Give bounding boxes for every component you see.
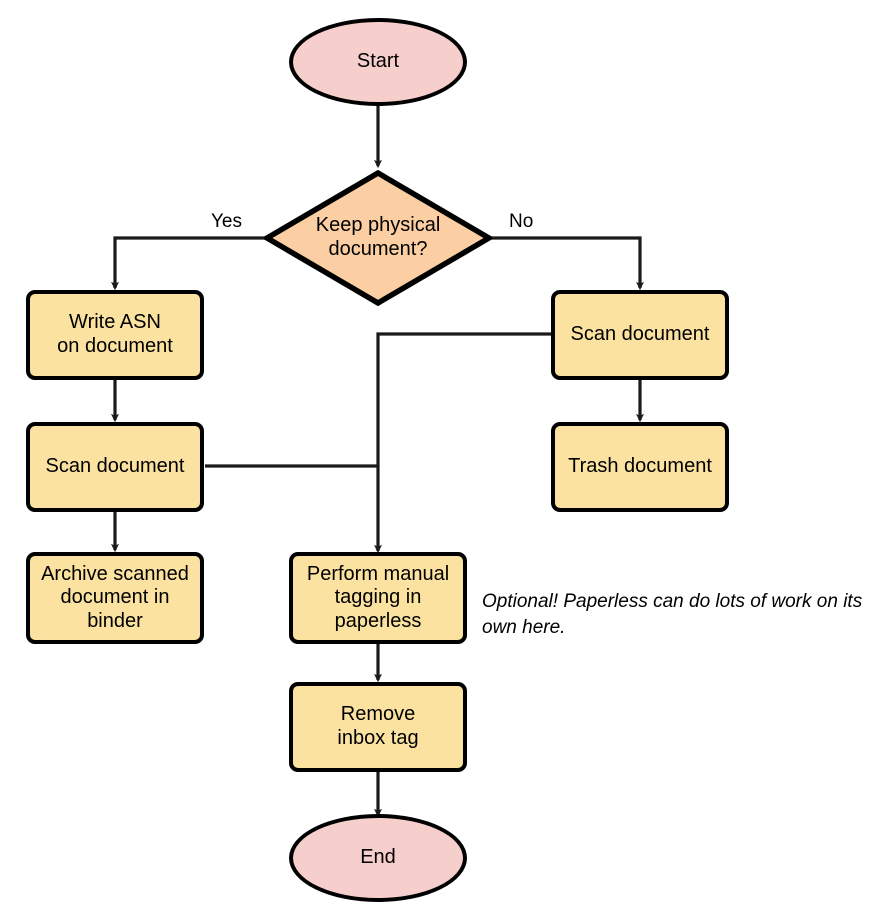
- node-scan-document-left[interactable]: Scan document: [26, 422, 204, 512]
- node-start-label: Start: [356, 50, 400, 73]
- node-trash-document-label: Trash document: [568, 455, 712, 478]
- node-keep-physical-document-label: Keep physical document?: [315, 214, 441, 260]
- annotation-optional-paperless: Optional! Paperless can do lots of work …: [482, 591, 863, 638]
- node-archive-label: Archive scanned document in binder: [41, 562, 189, 632]
- node-end[interactable]: End: [289, 814, 467, 902]
- node-write-asn-label: Write ASN on document: [57, 311, 173, 357]
- edge-label-no: No: [509, 211, 534, 232]
- node-scan-document-left-label: Scan document: [45, 455, 185, 478]
- node-end-label: End: [360, 846, 396, 869]
- node-perform-manual-tagging[interactable]: Perform manual tagging in paperless: [289, 552, 467, 644]
- edge-label-yes: Yes: [211, 211, 242, 232]
- node-scan-document-right-label: Scan document: [570, 323, 710, 346]
- node-remove-inbox-tag[interactable]: Remove inbox tag: [289, 682, 467, 772]
- node-write-asn-on-document[interactable]: Write ASN on document: [26, 290, 204, 380]
- edge-decision-yes-to-write-asn: [111, 236, 265, 291]
- node-start[interactable]: Start: [289, 18, 467, 106]
- edge-scan-right-to-tagging: [374, 332, 551, 554]
- diamond-shape: [264, 170, 492, 306]
- edge-decision-no-to-scan-right: [491, 236, 644, 291]
- node-keep-physical-document[interactable]: Keep physical document?: [264, 170, 492, 306]
- node-scan-document-right[interactable]: Scan document: [551, 290, 729, 380]
- node-trash-document[interactable]: Trash document: [551, 422, 729, 512]
- node-perform-manual-tagging-label: Perform manual tagging in paperless: [306, 562, 450, 632]
- node-archive-scanned-document[interactable]: Archive scanned document in binder: [26, 552, 204, 644]
- node-remove-inbox-tag-label: Remove inbox tag: [337, 703, 419, 749]
